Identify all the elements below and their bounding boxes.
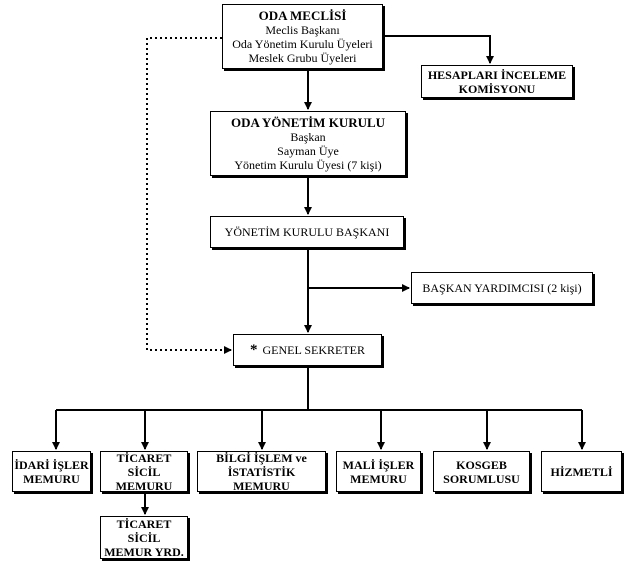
staff-box-mali-isler: MALİ İŞLER MEMURU (336, 451, 421, 492)
ticaret-sicil-yrd-line-2: MEMUR YRD. (104, 544, 184, 559)
asterisk-mark: * (249, 342, 258, 358)
baskan-yardimcisi-label: BAŞKAN YARDIMCISI (2 kişi) (422, 281, 582, 295)
oda-meclisi-line-3: Meslek Grubu Üyeleri (248, 50, 357, 65)
genel-sekreter-label: GENEL SEKRETER (262, 343, 366, 357)
staff-label-line-1: MALİ İŞLER (342, 457, 415, 472)
hesaplari-inceleme-box: HESAPLARI İNCELEME KOMİSYONU (421, 65, 573, 98)
staff-label-line-1: KOSGEB (456, 457, 507, 472)
staff-label-line-2: MEMURU (115, 478, 173, 493)
ticaret-sicil-yrd-box: TİCARET SİCİL MEMUR YRD. (100, 516, 188, 559)
oda-yonetim-kurulu-title: ODA YÖNETİM KURULU (230, 114, 386, 130)
baskan-yardimcisi-box: BAŞKAN YARDIMCISI (2 kişi) (411, 272, 593, 304)
oda-meclisi-line-1: Meclis Başkanı (265, 22, 340, 37)
ticaret-sicil-yrd-line-1: TİCARET SİCİL (116, 516, 172, 545)
oda-yonetim-kurulu-line-2: Sayman Üye (277, 143, 339, 158)
staff-label-line-2: İSTATİSTİK MEMURU (227, 464, 296, 493)
oda-meclisi-line-2: Oda Yönetim Kurulu Üyeleri (232, 36, 373, 51)
staff-box-hizmetli: HİZMETLİ (541, 451, 622, 492)
staff-label-line-2: MEMURU (350, 471, 407, 486)
yonetim-kurulu-baskani-box: YÖNETİM KURULU BAŞKANI (210, 216, 404, 248)
staff-label-line-1: BİLGİ İŞLEM ve (216, 450, 307, 465)
hesaplari-inceleme-line-1: HESAPLARI İNCELEME (427, 67, 567, 82)
yonetim-kurulu-baskani-label: YÖNETİM KURULU BAŞKANI (224, 225, 390, 239)
staff-label-line-2: SORUMLUSU (443, 471, 520, 486)
staff-box-kosgeb: KOSGEB SORUMLUSU (433, 451, 530, 492)
oda-meclisi-title: ODA MECLİSİ (258, 7, 347, 23)
dotted-arrow-meclis-to-genel-sekreter (146, 37, 232, 354)
staff-label-line-1: HİZMETLİ (550, 464, 613, 479)
staff-label-line-2: MEMURU (23, 471, 80, 486)
staff-label-line-1: TİCARET SİCİL (116, 450, 172, 479)
oda-yonetim-kurulu-line-1: Başkan (290, 129, 326, 144)
oda-yonetim-kurulu-line-3: Yönetim Kurulu Üyesi (7 kişi) (234, 157, 382, 172)
arrow-meclis-to-hesaplar (383, 35, 494, 64)
oda-yonetim-kurulu-box: ODA YÖNETİM KURULU Başkan Sayman Üye Yön… (210, 111, 406, 176)
hesaplari-inceleme-line-2: KOMİSYONU (458, 81, 536, 96)
oda-meclisi-box: ODA MECLİSİ Meclis Başkanı Oda Yönetim K… (222, 4, 383, 69)
staff-label-line-1: İDARİ İŞLER (14, 457, 89, 472)
genel-sekreter-box: * GENEL SEKRETER (233, 334, 382, 366)
staff-box-idari-isler: İDARİ İŞLER MEMURU (12, 451, 91, 492)
staff-box-ticaret-sicil: TİCARET SİCİL MEMURU (100, 450, 188, 493)
staff-box-bilgi-islem: BİLGİ İŞLEM ve İSTATİSTİK MEMURU (197, 450, 326, 493)
